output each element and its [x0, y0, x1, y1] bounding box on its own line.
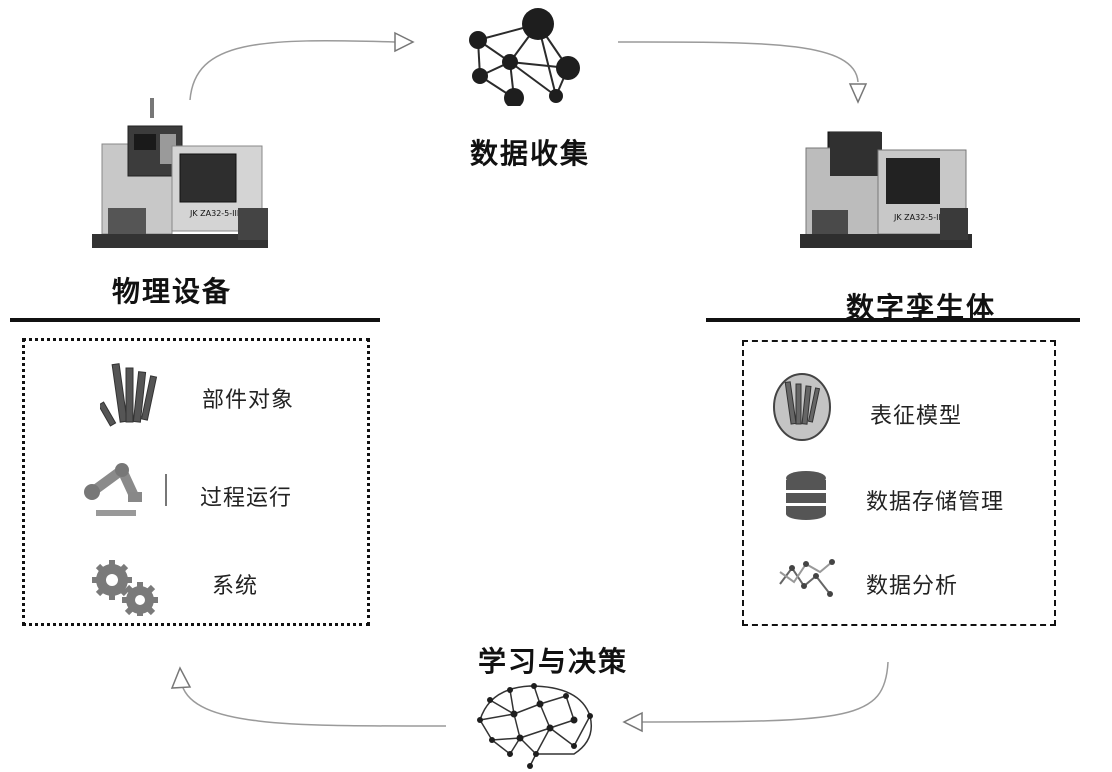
brain-network-icon: [477, 683, 593, 769]
robot-arm-icon: [84, 463, 167, 516]
arrow-head-right: [394, 31, 415, 53]
physical-item-1-label: 过程运行: [200, 486, 293, 511]
physical-title: 物理设备: [112, 275, 233, 308]
arrow-head-up: [170, 666, 192, 689]
arrow-to-learning: [641, 661, 889, 723]
learning-title: 学习与决策: [478, 645, 629, 678]
svg-text:JK ZA32-5-III: JK ZA32-5-III: [893, 213, 943, 222]
physical-divider: [10, 318, 380, 322]
arrow-to-physical: [181, 684, 447, 727]
cnc-lathe-twin-icon: JK ZA32-5-III: [800, 131, 972, 248]
gears-icon: [92, 560, 158, 616]
data-collection-title: 数据收集: [470, 137, 591, 170]
cutting-tools-icon: [100, 363, 158, 427]
arrow-head-down: [848, 83, 868, 104]
line-chart-icon: [779, 559, 835, 597]
tools-model-icon: [773, 373, 831, 441]
physical-components-box: [22, 338, 370, 626]
twin-item-0-label: 表征模型: [870, 404, 963, 429]
arrow-to-data-collection: [189, 39, 396, 101]
twin-item-1-label: 数据存储管理: [866, 490, 1005, 515]
network-graph-icon: [469, 8, 580, 106]
arrow-to-twin: [617, 41, 859, 83]
twin-divider: [706, 318, 1080, 322]
database-icon: [786, 471, 826, 520]
twin-components-box: [742, 340, 1056, 626]
arrow-head-left: [622, 711, 643, 733]
cnc-lathe-machine-icon: JK ZA32-5-III: [92, 98, 268, 248]
svg-text:JK ZA32-5-III: JK ZA32-5-III: [189, 209, 239, 218]
twin-item-2-label: 数据分析: [866, 574, 959, 599]
physical-item-0-label: 部件对象: [202, 388, 295, 413]
physical-item-2-label: 系统: [212, 574, 259, 599]
